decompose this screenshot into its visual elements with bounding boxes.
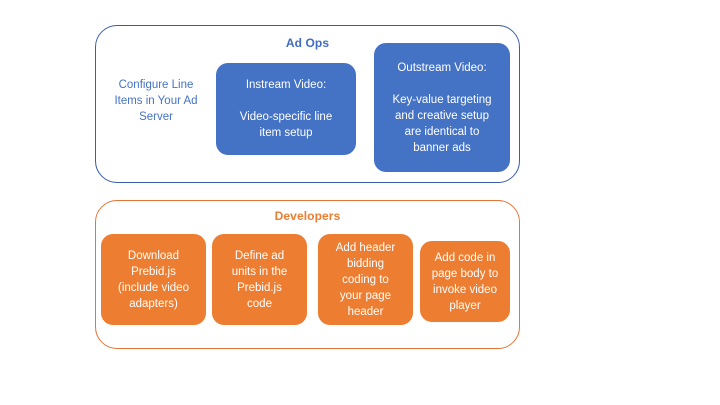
card-outstream-video[interactable]: Outstream Video: Key-value targeting and… xyxy=(374,43,510,172)
card-add-header-bidding-label: Add header bidding coding to your page h… xyxy=(335,241,396,318)
group-title-developers: Developers xyxy=(274,209,341,223)
card-add-header-bidding[interactable]: Add header bidding coding to your page h… xyxy=(318,234,413,325)
card-instream-video[interactable]: Instream Video: Video-specific line item… xyxy=(216,63,356,155)
ad-ops-plain-item-configure-line-items: Configure Line Items in Your Ad Server xyxy=(114,79,198,123)
card-add-page-body-code-label: Add code in page body to invoke video pl… xyxy=(431,251,499,312)
card-define-ad-units[interactable]: Define ad units in the Prebid.js code xyxy=(212,234,307,325)
card-add-page-body-code[interactable]: Add code in page body to invoke video pl… xyxy=(420,241,510,322)
group-title-ad-ops: Ad Ops xyxy=(285,36,330,50)
card-download-prebid[interactable]: Download Prebid.js (include video adapte… xyxy=(101,234,206,325)
card-download-prebid-label: Download Prebid.js (include video adapte… xyxy=(118,249,189,310)
card-instream-video-label: Instream Video: Video-specific line item… xyxy=(239,79,333,139)
card-outstream-video-label: Outstream Video: Key-value targeting and… xyxy=(392,61,492,154)
card-define-ad-units-label: Define ad units in the Prebid.js code xyxy=(231,249,288,310)
